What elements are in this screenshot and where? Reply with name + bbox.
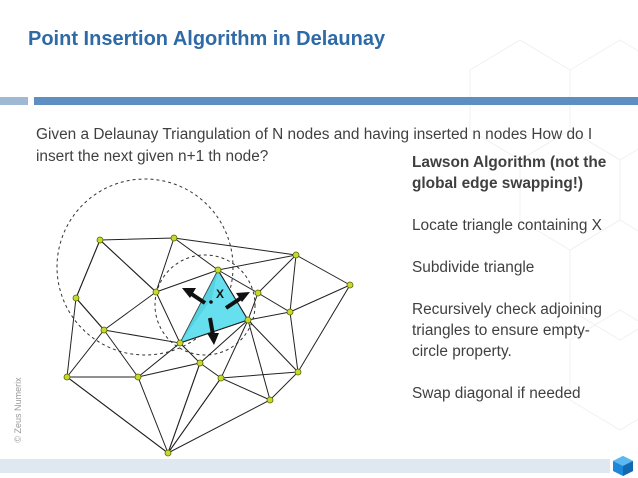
node xyxy=(217,374,225,382)
title-accent-bar-left xyxy=(0,97,28,105)
algorithm-steps: Lawson Algorithm (not the global edge sw… xyxy=(412,152,612,425)
step-swap-diagonal: Swap diagonal if needed xyxy=(412,385,581,402)
node xyxy=(254,289,262,297)
node xyxy=(63,373,71,381)
step-locate: Locate triangle containing X xyxy=(412,217,602,234)
mesh-nodes xyxy=(63,234,354,457)
mesh-edges xyxy=(65,237,351,455)
intro-text: Given a Delaunay Triangulation of N node… xyxy=(36,126,593,165)
node xyxy=(292,251,300,259)
node xyxy=(176,339,184,347)
node xyxy=(152,288,160,296)
inserted-point-label: X xyxy=(216,287,224,301)
node xyxy=(244,316,252,324)
step-subdivide: Subdivide triangle xyxy=(412,259,535,276)
node xyxy=(170,234,178,242)
node xyxy=(134,373,142,381)
footer-strip xyxy=(0,459,610,473)
cube-logo-icon xyxy=(613,456,633,476)
title-accent-bar xyxy=(34,97,638,105)
node xyxy=(100,326,108,334)
node xyxy=(266,396,274,404)
node xyxy=(164,449,172,457)
copyright-text: © Zeus Numerix xyxy=(13,377,23,443)
direction-arrows xyxy=(182,288,250,345)
node xyxy=(196,359,204,367)
small-circumcircle xyxy=(154,254,256,356)
step-recursive-check: Recursively check adjoining triangles to… xyxy=(412,301,602,360)
slide-title: Point Insertion Algorithm in Delaunay xyxy=(28,28,386,50)
node xyxy=(72,294,80,302)
step-heading: Lawson Algorithm (not the global edge sw… xyxy=(412,154,607,192)
node xyxy=(294,368,302,376)
inserted-point xyxy=(209,300,213,304)
node xyxy=(214,266,222,274)
node xyxy=(96,236,104,244)
containing-triangle-shade xyxy=(180,270,218,343)
node xyxy=(346,281,354,289)
node xyxy=(286,308,294,316)
